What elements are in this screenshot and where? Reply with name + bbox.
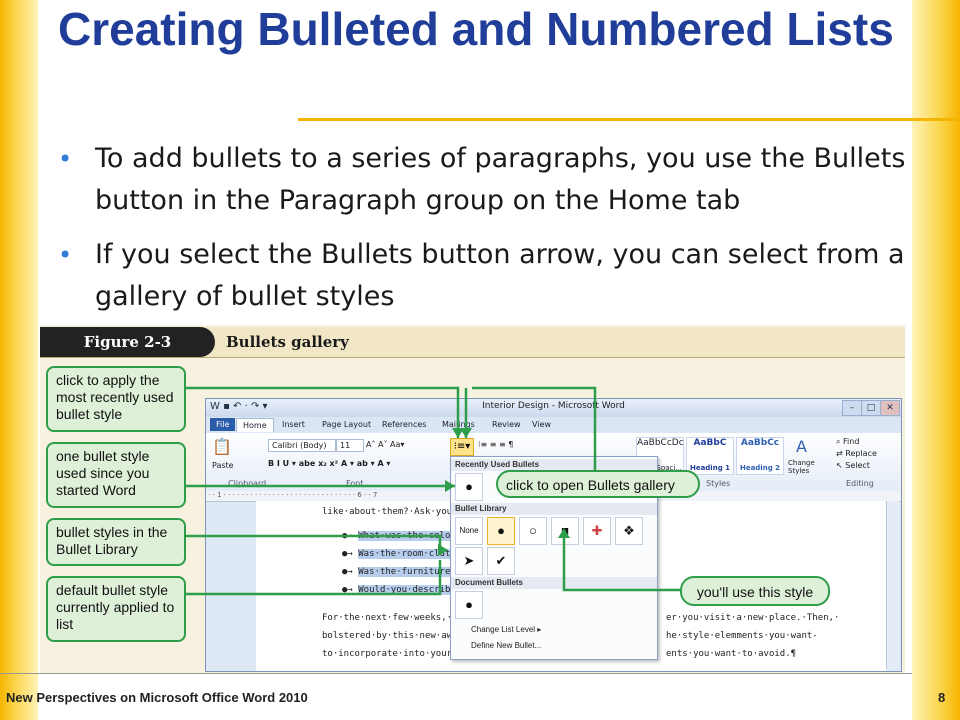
bullet-library-option[interactable]: ■ [551, 517, 579, 545]
replace-button[interactable]: ⇄ Replace [836, 449, 877, 458]
doc-para-line: ents·you·want·to·avoid.¶ [666, 649, 797, 659]
bullet-list: • To add bullets to a series of paragraph… [58, 138, 938, 330]
doc-selected-text: What·was·the·color [358, 531, 456, 541]
doc-bullet-line: ●→ Would·you·describe [342, 585, 456, 595]
doc-bullet-line: ●→ Was·the·room·clutt [342, 549, 456, 559]
left-gradient-border [0, 0, 38, 720]
bullet-library-option[interactable]: ○ [519, 517, 547, 545]
change-styles-label[interactable]: Change Styles [788, 459, 815, 475]
font-format-icons[interactable]: B I U ▾ abe x₂ x² A ▾ ab ▾ A ▾ [268, 459, 391, 468]
group-styles: Styles [706, 479, 731, 488]
callout-recent-bullet: click to apply the most recently used bu… [46, 366, 186, 432]
tab-view[interactable]: View [532, 420, 551, 429]
style-preview: AaBbC [693, 438, 727, 448]
callout-default-style: default bullet style currently applied t… [46, 576, 186, 642]
style-preview: AaBbCcDc [637, 438, 684, 448]
bullet-library-option[interactable]: ● [487, 517, 515, 545]
change-styles-icon[interactable]: A [796, 437, 807, 456]
close-button[interactable]: ✕ [880, 400, 900, 416]
style-heading1[interactable]: AaBbC Heading 1 [686, 437, 734, 475]
bullet-library-option[interactable]: ➤ [455, 547, 483, 575]
doc-line: like·about·them?·Ask·yourse [322, 507, 469, 517]
doc-bullet-line: ●→ What·was·the·color [342, 531, 456, 541]
doc-selected-text: Was·the·furniture·m [358, 567, 462, 577]
style-name: Heading 1 [689, 464, 731, 472]
font-name-box[interactable]: Calibri (Body) [268, 439, 336, 452]
tab-insert[interactable]: Insert [282, 420, 305, 429]
minimize-button[interactable]: – [842, 400, 862, 416]
document-bullet-option[interactable]: ● [455, 591, 483, 619]
group-font: Font [346, 479, 364, 488]
maximize-button[interactable]: □ [861, 400, 881, 416]
style-name: Heading 2 [739, 464, 781, 472]
footer-text: New Perspectives on Microsoft Office Wor… [6, 690, 308, 705]
vertical-scrollbar[interactable] [886, 501, 899, 669]
find-label: Find [843, 437, 860, 446]
bullet-none-option[interactable]: None [455, 517, 483, 545]
replace-label: Replace [845, 449, 877, 458]
font-grow-icon[interactable]: A˄ A˅ Aa▾ [366, 440, 405, 449]
doc-para-line: to·incorporate·into·your·ow [322, 649, 469, 659]
recent-bullet-option[interactable]: ● [455, 473, 483, 501]
select-button[interactable]: ↖ Select [836, 461, 870, 470]
style-preview: AaBbCc [740, 438, 780, 448]
word-title-bar: W ▪ ↶ · ↷ ▾ Interior Design - Microsoft … [206, 399, 901, 417]
paragraph-icons[interactable]: ⁝≡ ≡ ≡ ¶ [478, 440, 514, 449]
footer-rule [0, 673, 912, 674]
figure-caption: Bullets gallery [226, 333, 349, 351]
callout-one-style: one bullet style used since you started … [46, 442, 186, 508]
tab-file[interactable]: File [210, 418, 236, 431]
right-gradient-border [912, 0, 960, 720]
doc-bullet-line: ●→ Was·the·furniture·m [342, 567, 462, 577]
callout-library: bullet styles in the Bullet Library [46, 518, 186, 566]
paste-label[interactable]: Paste [212, 461, 234, 470]
group-clipboard: Clipboard [228, 479, 267, 488]
tab-home[interactable]: Home [236, 418, 274, 432]
bullet-library-option[interactable]: ❖ [615, 517, 643, 545]
bullet-item: • To add bullets to a series of paragraph… [58, 138, 938, 222]
doc-para-line: For·the·next·few·weeks,·con [322, 613, 469, 623]
callout-use-style: you'll use this style [680, 576, 830, 606]
menu-define-new-bullet[interactable]: Define New Bullet... [471, 641, 542, 650]
tab-mailings[interactable]: Mailings [442, 420, 475, 429]
style-name: ¶ No Spaci... [637, 464, 683, 472]
tab-review[interactable]: Review [492, 420, 521, 429]
select-label: Select [845, 461, 870, 470]
doc-selected-text: Was·the·room·clutt [358, 549, 456, 559]
find-button[interactable]: ⌕ Find [836, 437, 860, 446]
gallery-library-header: Bullet Library [451, 503, 657, 515]
bullet-text: To add bullets to a series of paragraphs… [95, 143, 906, 216]
bullet-text: If you select the Bullets button arrow, … [95, 239, 905, 312]
menu-change-list-level[interactable]: Change List Level ▸ [471, 625, 542, 634]
doc-selected-text: Would·you·describe [358, 585, 456, 595]
bullet-item: • If you select the Bullets button arrow,… [58, 234, 938, 318]
title-rule [298, 118, 960, 121]
paste-icon[interactable]: 📋 [212, 437, 232, 456]
bullet-library-option[interactable]: ✚ [583, 517, 611, 545]
gallery-document-header: Document Bullets [451, 577, 657, 589]
tab-page-layout[interactable]: Page Layout [322, 420, 372, 429]
callout-open-gallery: click to open Bullets gallery [496, 470, 700, 498]
tab-references[interactable]: References [382, 420, 427, 429]
bullet-dot-icon: • [58, 241, 73, 269]
font-size-box[interactable]: 11 [336, 439, 364, 452]
bullets-button[interactable]: ⁝≡▾ [450, 438, 474, 456]
figure-label: Figure 2-3 [40, 327, 215, 357]
doc-para-line: er·you·visit·a·new·place.·Then,· [666, 613, 840, 623]
word-window-title: Interior Design - Microsoft Word [482, 401, 625, 411]
doc-para-line: bolstered·by·this·new·aware [322, 631, 469, 641]
figure-header: Figure 2-3 Bullets gallery [40, 327, 905, 358]
ribbon-tabs: File Home Insert Page Layout References … [206, 417, 901, 433]
bullet-library-option[interactable]: ✔ [487, 547, 515, 575]
slide-title: Creating Bulleted and Numbered Lists [58, 3, 894, 55]
change-list-level-label: Change List Level [471, 625, 536, 634]
doc-para-line: he·style·elemments·you·want- [666, 631, 818, 641]
page-number: 8 [938, 690, 946, 705]
group-editing: Editing [846, 479, 874, 488]
bullet-dot-icon: • [58, 145, 73, 173]
